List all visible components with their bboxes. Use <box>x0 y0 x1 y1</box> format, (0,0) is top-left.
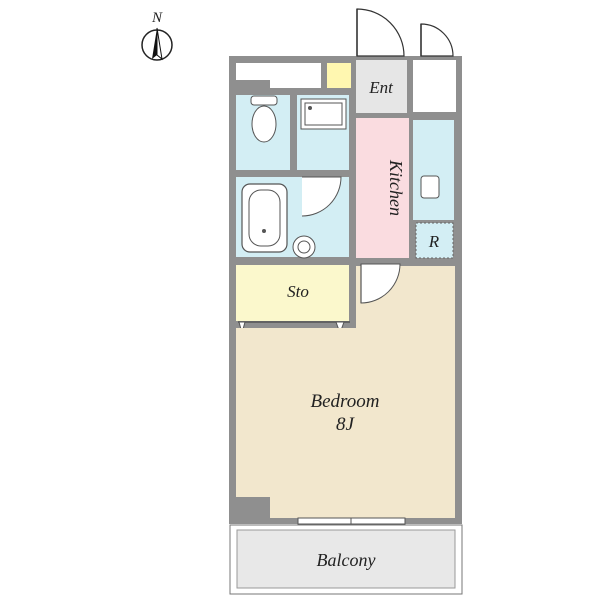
refrigerator-label: R <box>428 232 440 251</box>
compass: N <box>141 10 173 61</box>
toilet-tank <box>250 95 278 106</box>
entrance-door-swing <box>356 8 405 57</box>
entrance-floor <box>356 60 407 113</box>
closet-door-swing <box>420 23 454 57</box>
washbasin-inner <box>297 240 311 254</box>
kitchen-label: Kitchen <box>386 159 406 216</box>
washbasin <box>292 235 316 259</box>
washer-pan-inner <box>304 102 343 126</box>
toilet-fixture <box>250 95 278 143</box>
washer-pan-outer <box>300 98 347 130</box>
compass-needle-light <box>156 27 163 61</box>
entrance-label: Ent <box>368 78 394 97</box>
storage-door-mark-left <box>238 321 246 335</box>
washer-fixture <box>300 98 347 130</box>
bedroom-floor <box>236 266 455 518</box>
balcony-label: Balcony <box>317 550 376 570</box>
north-label: N <box>151 10 163 26</box>
kitchen-sink <box>420 175 440 199</box>
kitchen-counter <box>413 120 454 220</box>
bathtub <box>241 183 288 253</box>
storage-room <box>236 265 349 321</box>
bathroom-door-swing <box>301 176 342 217</box>
refrigerator <box>415 222 454 259</box>
toilet-bowl <box>251 105 277 143</box>
shoe-closet <box>413 60 456 112</box>
storage-door-mark-right <box>335 321 345 335</box>
kitchen-floor <box>356 118 409 258</box>
balcony-floor <box>236 529 456 589</box>
bathtub-inner <box>248 189 281 247</box>
yellow-patch <box>327 63 351 88</box>
compass-needle-dark <box>152 28 157 59</box>
bedroom-door-swing <box>360 263 401 304</box>
top-shelf <box>270 63 321 88</box>
storage-label: Sto <box>287 282 309 301</box>
bedroom-label: Bedroom <box>311 391 380 412</box>
top-left-notch <box>236 63 270 80</box>
bathtub-drain <box>262 229 266 233</box>
washer-drain <box>308 106 312 110</box>
washbasin-bowl <box>292 235 316 259</box>
bedroom-size: 8J <box>336 414 356 435</box>
